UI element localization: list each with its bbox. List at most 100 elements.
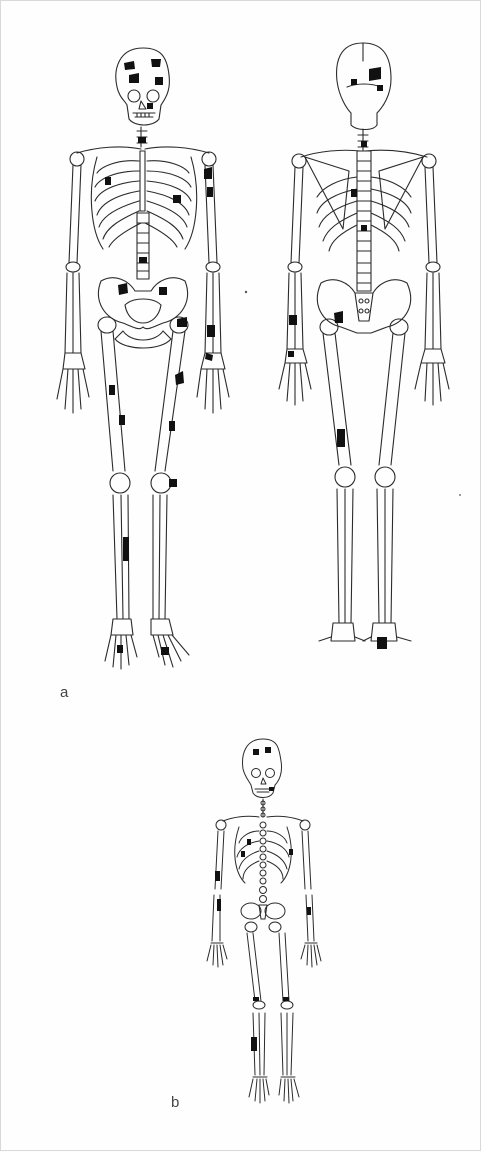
forearm-right bbox=[287, 273, 303, 349]
lesion-mark bbox=[253, 997, 259, 1001]
lesion-mark bbox=[147, 103, 153, 109]
teeth bbox=[133, 113, 155, 117]
humerus-right bbox=[291, 167, 303, 263]
cervical-spine bbox=[358, 129, 368, 151]
lesion-mark bbox=[215, 871, 220, 881]
lesion-mark bbox=[207, 187, 213, 197]
sacral-foramen bbox=[359, 309, 363, 313]
femur-right bbox=[247, 933, 261, 1001]
speck bbox=[459, 494, 461, 496]
pubic-region bbox=[115, 331, 171, 348]
elbow bbox=[426, 262, 440, 272]
lesion-mark bbox=[351, 189, 357, 197]
knee-right bbox=[110, 473, 130, 493]
clavicle-left bbox=[145, 147, 209, 153]
shoulder-joint bbox=[70, 152, 84, 166]
vertebra bbox=[260, 870, 266, 876]
forearm-left bbox=[205, 273, 221, 353]
lesion-mark bbox=[289, 315, 297, 325]
femur-right bbox=[101, 331, 125, 471]
vertebra bbox=[260, 830, 266, 836]
lesions-a-anterior bbox=[105, 59, 215, 655]
vertebra bbox=[260, 838, 266, 844]
lesion-mark bbox=[351, 79, 357, 85]
clavicle-left bbox=[365, 150, 427, 157]
eye-socket bbox=[266, 769, 275, 778]
lesion-mark bbox=[173, 195, 181, 203]
ischium-right bbox=[245, 922, 257, 932]
lesion-mark bbox=[123, 537, 129, 561]
sacrum bbox=[355, 293, 373, 321]
foot-right bbox=[319, 623, 365, 641]
skeleton-a-posterior bbox=[279, 43, 449, 641]
knee-right bbox=[335, 467, 355, 487]
sternum bbox=[140, 151, 145, 211]
clavicle-right bbox=[77, 147, 141, 153]
lesion-mark bbox=[217, 899, 221, 911]
lesion-mark bbox=[247, 839, 251, 845]
lesion-mark bbox=[169, 479, 177, 487]
shoulder-joint bbox=[292, 154, 306, 168]
lesion-mark bbox=[337, 429, 345, 447]
vertebra bbox=[260, 887, 267, 894]
ribs-right bbox=[237, 831, 259, 879]
scan-specks bbox=[245, 291, 461, 496]
lesion-mark bbox=[151, 59, 161, 67]
panel-label-a: a bbox=[60, 684, 68, 701]
lesion-mark bbox=[205, 353, 213, 361]
vertebra bbox=[260, 822, 266, 828]
lesion-mark bbox=[105, 177, 111, 185]
lesion-mark bbox=[175, 371, 184, 385]
lesion-mark bbox=[159, 287, 167, 295]
lesion-mark bbox=[204, 167, 212, 179]
pelvis-opening bbox=[125, 299, 161, 323]
thoracic-spine bbox=[357, 151, 371, 263]
hand-left bbox=[197, 353, 229, 413]
lumbar-spine bbox=[357, 263, 371, 291]
humerus-left bbox=[425, 167, 437, 263]
hand-left bbox=[415, 349, 449, 405]
lesion-mark bbox=[369, 67, 381, 81]
hand-right bbox=[207, 943, 227, 967]
ilium-right bbox=[241, 903, 261, 919]
lesion-mark bbox=[361, 225, 367, 231]
clavicle-right bbox=[223, 816, 259, 821]
sacral-foramen bbox=[365, 299, 369, 303]
lesion-mark bbox=[138, 137, 146, 143]
eye-socket bbox=[128, 90, 140, 102]
vertebra bbox=[260, 896, 267, 903]
humerus-left bbox=[302, 831, 311, 889]
lesion-mark bbox=[109, 385, 115, 395]
lesion-mark bbox=[241, 851, 245, 857]
shoulder-joint bbox=[216, 820, 226, 830]
speck bbox=[245, 291, 247, 293]
foot-right bbox=[249, 1077, 269, 1103]
lesion-mark bbox=[269, 787, 274, 791]
lesion-mark bbox=[129, 73, 139, 83]
lesion-mark bbox=[139, 257, 147, 263]
lesion-mark bbox=[124, 61, 135, 70]
knee-left bbox=[151, 473, 171, 493]
lesion-mark bbox=[169, 421, 175, 431]
forearm-left bbox=[425, 273, 441, 349]
shin-right bbox=[337, 489, 353, 623]
shin-left bbox=[153, 495, 167, 619]
eye-socket bbox=[252, 769, 261, 778]
vertebra bbox=[260, 854, 266, 860]
knee-left bbox=[375, 467, 395, 487]
femur-left bbox=[379, 333, 405, 465]
humerus-right bbox=[69, 165, 81, 263]
shoulder-joint bbox=[300, 820, 310, 830]
shin-left bbox=[377, 489, 393, 623]
lesion-mark bbox=[307, 907, 311, 915]
forearm-right bbox=[65, 273, 81, 353]
humerus-left bbox=[205, 165, 217, 263]
clavicle-left bbox=[267, 816, 303, 821]
lesion-mark bbox=[377, 637, 387, 649]
ribs-left bbox=[145, 161, 191, 247]
hand-left bbox=[301, 943, 321, 967]
ribs-right bbox=[95, 161, 141, 247]
spine-column bbox=[260, 822, 267, 903]
